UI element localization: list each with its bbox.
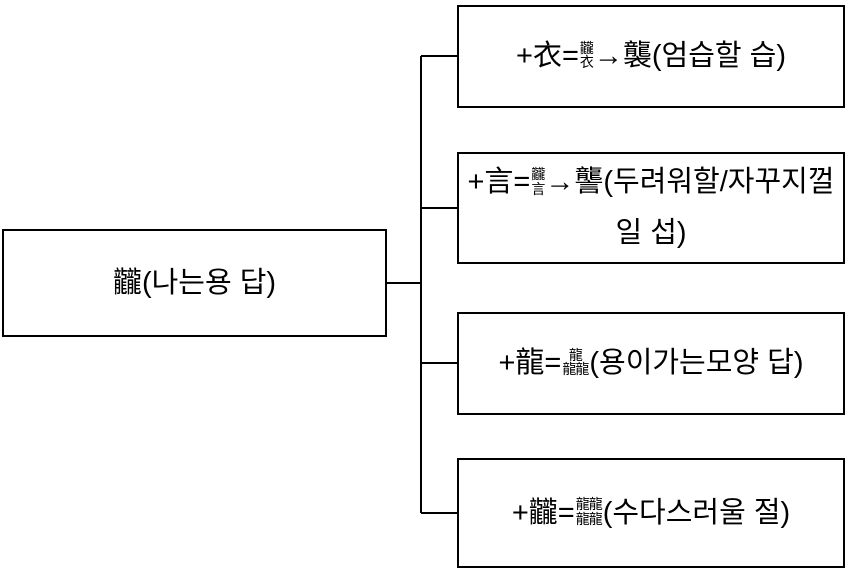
formula-text: (수다스러울 절)	[602, 496, 791, 529]
branch-node-2: +言=龖言→讋(두려워할/자꾸지껄일 섭)	[457, 152, 845, 264]
formula-text: →襲(엄습할 습)	[593, 40, 786, 73]
composite-character: 龖言	[531, 165, 545, 197]
branch-node-1-formula: +衣=龖衣→襲(엄습할 습)	[459, 31, 843, 82]
formula-text: →讋(두려워할/자꾸지껄일 섭)	[545, 166, 835, 249]
composite-character: 龍龍龍龍	[575, 496, 603, 527]
root-node: 龖(나는용 답)	[2, 229, 387, 337]
branch-node-1: +衣=龖衣→襲(엄습할 습)	[457, 5, 845, 108]
branch-node-3-formula: +龍=龍龍龍(용이가는모양 답)	[459, 338, 843, 389]
branch-node-4: +龖=龍龍龍龍(수다스러울 절)	[457, 458, 845, 568]
formula-text: +衣=	[516, 40, 579, 73]
branch-node-3: +龍=龍龍龍(용이가는모양 답)	[457, 312, 845, 415]
branch-node-2-formula: +言=龖言→讋(두려워할/자꾸지껄일 섭)	[459, 157, 843, 259]
formula-text: +言=	[467, 166, 531, 199]
composite-character: 龖衣	[579, 39, 594, 71]
root-node-label: 龖(나는용 답)	[112, 266, 277, 299]
branch-node-4-formula: +龖=龍龍龍龍(수다스러울 절)	[459, 488, 843, 539]
composite-character: 龍龍龍	[562, 346, 589, 378]
formula-text: +龖=	[511, 496, 575, 529]
formula-text: +龍=	[498, 347, 562, 380]
formula-text: (용이가는모양 답)	[589, 347, 804, 380]
